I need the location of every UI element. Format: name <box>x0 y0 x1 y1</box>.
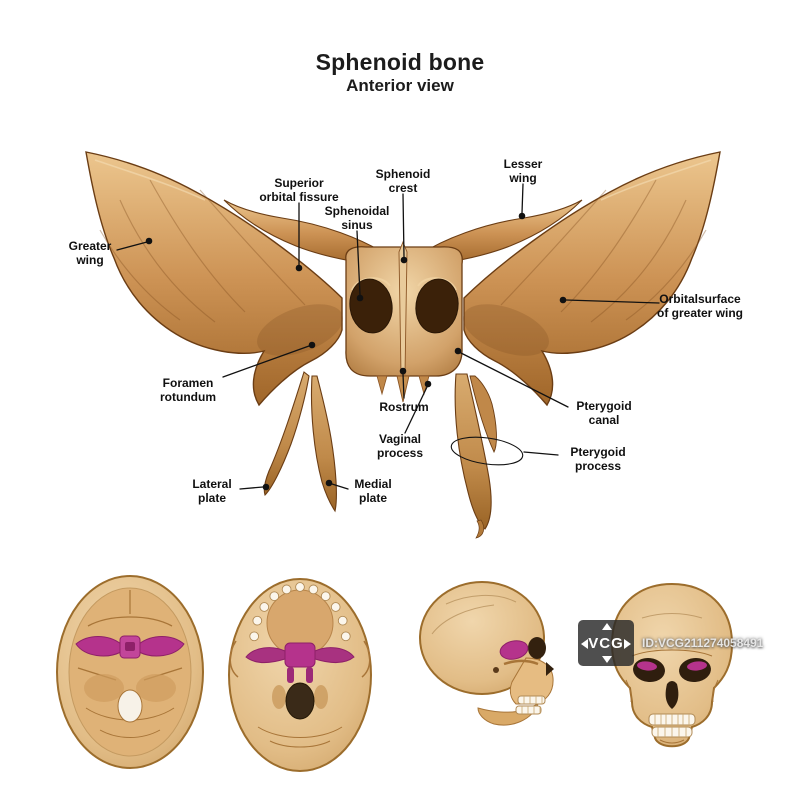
leader-lines <box>116 183 660 491</box>
page-subtitle: Anterior view <box>346 76 454 96</box>
leader-medial-plate <box>325 479 349 490</box>
sphenoid-bone-figure <box>85 151 721 539</box>
leader-greater-wing <box>116 237 153 251</box>
wing-root-shadow-left <box>257 304 343 356</box>
vcg-logo-arrow-up <box>602 623 612 630</box>
leader-sphenoid-crest <box>400 193 408 264</box>
label-vaginal-process: Vaginal process <box>376 431 424 460</box>
leader-lateral-plate <box>239 483 270 491</box>
label-orbital-surface: Orbitalsurface of greater wing <box>656 291 744 320</box>
vcg-logo-arrow-right <box>624 639 631 649</box>
label-rostrum: Rostrum <box>379 399 429 414</box>
vcg-watermark: VCG ID:VCG211274058491 <box>578 620 763 666</box>
label-greater-wing: Greater wing <box>68 238 112 267</box>
greater-wing-right <box>463 151 721 407</box>
leader-sphenoidal-sinus <box>356 230 364 302</box>
skull-anterior-view <box>610 582 734 748</box>
greater-wing-left <box>85 151 343 407</box>
label-superior-orbital-fissure: Superior orbital fissure <box>259 175 339 204</box>
label-foramen-rotundum: Foramen rotundum <box>160 375 216 404</box>
leader-foramen-rotundum <box>222 341 316 378</box>
leader-superior-orbital-fissure <box>295 202 303 272</box>
leader-pterygoid-canal <box>454 347 569 408</box>
skull-inferior-view <box>228 578 372 772</box>
vcg-logo-arrow-left <box>581 639 588 649</box>
label-sphenoidal-sinus: Sphenoidal sinus <box>324 203 390 232</box>
leader-pterygoid-process <box>450 436 559 466</box>
skull-lateral-view <box>419 581 554 726</box>
leader-rostrum <box>399 367 407 399</box>
page-title: Sphenoid bone <box>315 49 485 76</box>
pterygoid-process-right <box>454 373 497 539</box>
label-medial-plate: Medial plate <box>354 476 392 505</box>
label-pterygoid-canal: Pterygoid canal <box>576 398 632 427</box>
vcg-logo-text: VCG <box>588 634 624 652</box>
vcg-logo-arrow-down <box>602 656 612 663</box>
wing-root-shadow-right <box>463 304 549 356</box>
leader-orbital-surface <box>559 296 660 304</box>
vcg-image-id: ID:VCG211274058491 <box>642 636 764 650</box>
label-lateral-plate: Lateral plate <box>192 476 232 505</box>
label-pterygoid-process: Pterygoid process <box>570 444 626 473</box>
wing-texture <box>99 179 707 323</box>
label-sphenoid-crest: Sphenoid crest <box>375 166 431 195</box>
leader-vaginal-process <box>404 380 432 434</box>
pterygoid-process-left <box>263 371 337 513</box>
leader-lesser-wing <box>518 183 526 220</box>
skull-superior-view <box>56 575 204 769</box>
label-lesser-wing: Lesser wing <box>503 156 543 185</box>
wing-highlights <box>94 159 712 201</box>
vcg-logo: VCG <box>578 620 634 666</box>
